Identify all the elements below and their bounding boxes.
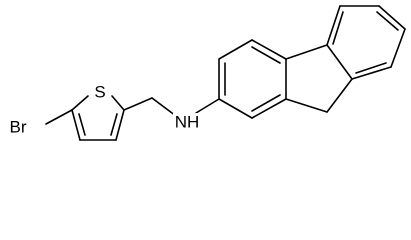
fluorene-left-ring [218, 39, 287, 119]
bond-ch2-n [151, 97, 177, 117]
bond-l5-l6-inner [251, 94, 281, 112]
bond-l3-l4-inner [251, 46, 281, 64]
thiophene-ring [71, 95, 125, 141]
atom-label-bromine: Br [10, 117, 27, 136]
bond-r4-r5-inner [376, 11, 399, 31]
bond-r6-r1-inner [332, 11, 344, 45]
bond-c9-c9a [285, 98, 328, 113]
bond-c2-c3-double [110, 113, 118, 136]
atom-label-sulfur-group: S [90, 82, 110, 105]
bond-l3-l4 [251, 39, 287, 60]
bond-r1-r2 [326, 44, 353, 80]
bond-r4-r5 [378, 5, 406, 30]
bond-r2-r3 [351, 66, 392, 80]
structure-canvas: Br S NH [4, 5, 406, 141]
molecule-drawing: Br S NH [4, 5, 406, 141]
bond-l5-l6 [251, 98, 287, 119]
fluorene-right-ring [326, 5, 406, 80]
atom-label-bromine-group: Br [4, 117, 34, 138]
bond-s-c2 [111, 95, 125, 111]
bond-r2-r3-inner [355, 62, 387, 74]
bond-c5-br [45, 109, 73, 125]
bond-s-c5 [71, 95, 89, 111]
atom-label-amine: NH [175, 112, 200, 131]
bond-r6-r1 [326, 5, 341, 46]
bond-l6-l1 [218, 98, 253, 119]
bond-c4b-c9 [326, 78, 353, 113]
bond-c4-c5-double [78, 113, 86, 136]
fluorene-central-ring [285, 44, 353, 113]
atom-label-amine-group: NH [173, 112, 203, 133]
bond-l2-l3 [218, 39, 253, 60]
bond-r3-r4 [390, 28, 406, 68]
bond-c9a-c9b [285, 44, 328, 60]
bond-c2-ch2 [123, 97, 153, 111]
atom-label-sulfur: S [94, 82, 105, 101]
bond-c2-c3 [115, 109, 125, 141]
bond-c4-c5 [71, 109, 81, 141]
bond-n-c2-fluorene [195, 98, 220, 114]
